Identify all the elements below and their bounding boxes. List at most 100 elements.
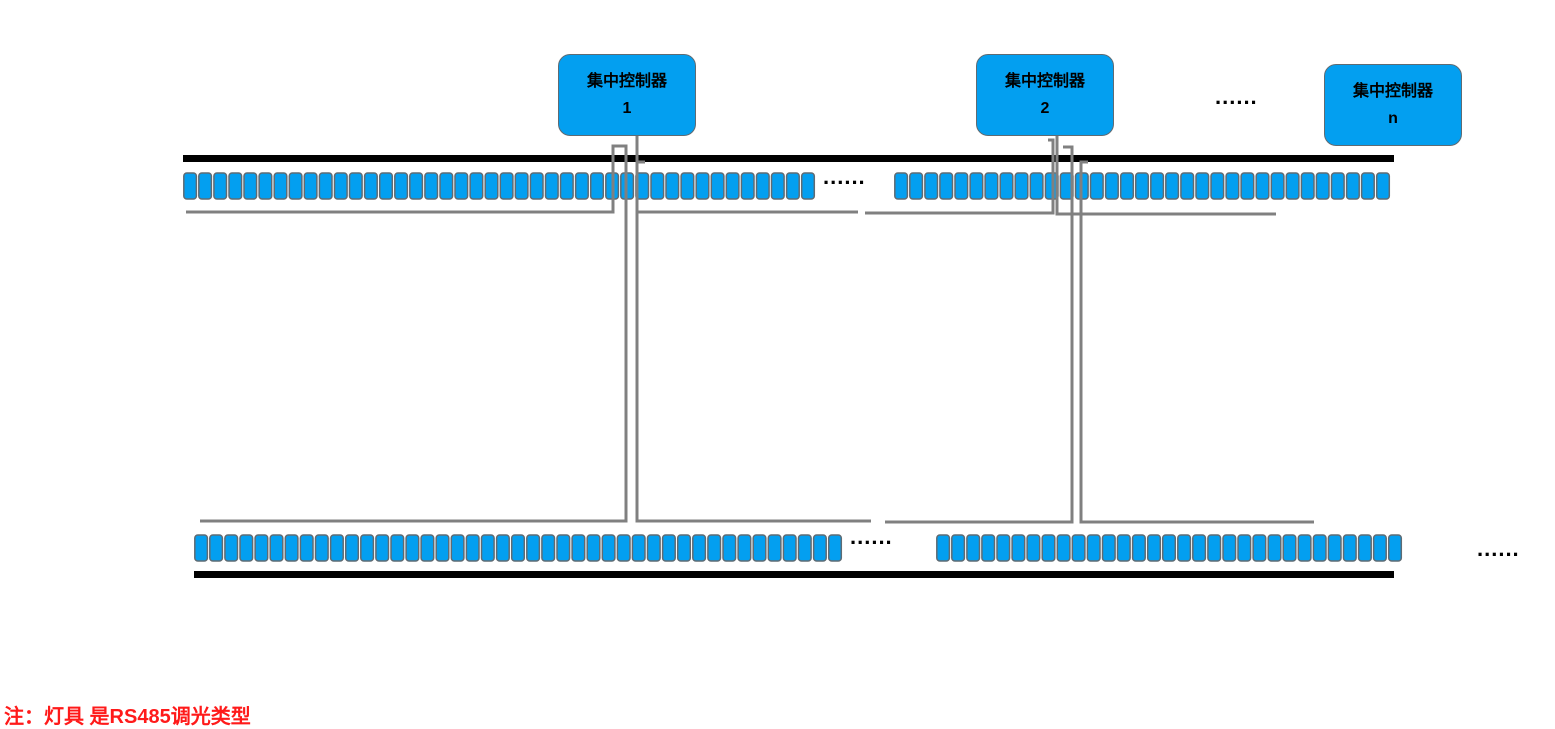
bottom-left-fixture <box>299 534 314 562</box>
bottom-left-fixture <box>450 534 465 562</box>
bottom-right-fixture <box>1071 534 1086 562</box>
controller-n[interactable]: 集中控制器 n <box>1324 64 1462 146</box>
top-left-fixture <box>499 172 514 200</box>
top-left-fixture <box>514 172 529 200</box>
top-right-fixture <box>1270 172 1285 200</box>
top-left-fixture <box>213 172 228 200</box>
top-left-fixture <box>680 172 695 200</box>
bottom-left-fixture <box>556 534 571 562</box>
bottom-left-fixture <box>827 534 843 562</box>
bottom-left-fixture <box>239 534 254 562</box>
bottom-left-fixture <box>465 534 480 562</box>
controller-2-title: 集中控制器 <box>1004 73 1085 90</box>
bottom-left-fixture <box>435 534 450 562</box>
top-right-fixture <box>1180 172 1195 200</box>
top-bus-bar <box>183 155 1394 162</box>
bottom-right-fixture <box>1327 534 1342 562</box>
bottom-right-fixture <box>1086 534 1101 562</box>
bottom-left-fixture <box>390 534 405 562</box>
top-right-fixture <box>909 172 924 200</box>
bottom-left-fixture <box>646 534 661 562</box>
bottom-right-fixture <box>1267 534 1282 562</box>
bottom-left-fixture <box>480 534 495 562</box>
top-left-fixture <box>695 172 710 200</box>
top-left-fixture <box>559 172 574 200</box>
top-left-fixture <box>409 172 424 200</box>
controller-1-title: 集中控制器 <box>586 73 667 90</box>
bottom-right-fixture <box>1116 534 1131 562</box>
bottom-left-fixture <box>344 534 360 562</box>
bottom-left-fixture <box>616 534 631 562</box>
controller-n-title: 集中控制器 <box>1352 83 1433 100</box>
top-left-fixture <box>589 172 605 200</box>
top-left-fixture <box>258 172 273 200</box>
top-left-fixture <box>318 172 333 200</box>
bottom-left-fixture <box>360 534 375 562</box>
top-right-fixture <box>1360 172 1375 200</box>
bottom-left-fixture <box>767 534 782 562</box>
top-left-fixture <box>710 172 725 200</box>
bottom-left-fixture <box>526 534 541 562</box>
top-left-fixture <box>363 172 378 200</box>
bottom-left-fixture <box>329 534 344 562</box>
bottom-right-fixture <box>936 534 951 562</box>
top-right-fixture <box>1089 172 1104 200</box>
top-right-fixture <box>999 172 1014 200</box>
top-right-fixture <box>954 172 969 200</box>
bottom-right-fixture <box>1101 534 1116 562</box>
bottom-right-fixture <box>1237 534 1252 562</box>
wire-c2-bottom-left <box>885 145 1074 524</box>
top-right-fixture <box>894 172 909 200</box>
top-left-fixture <box>529 172 544 200</box>
top-right-fixture <box>1150 172 1165 200</box>
bottom-left-fixture <box>737 534 752 562</box>
controller-1-id: 1 <box>622 100 632 117</box>
top-left-fixture <box>650 172 665 200</box>
top-right-fixture <box>1300 172 1315 200</box>
bottom-right-fixture <box>1146 534 1162 562</box>
bottom-left-fixture <box>707 534 722 562</box>
top-left-fixture <box>469 172 484 200</box>
top-left-fixture <box>288 172 303 200</box>
bottom-left-fixture <box>284 534 299 562</box>
controller-1[interactable]: 集中控制器 1 <box>558 54 696 136</box>
top-right-fixture <box>1345 172 1360 200</box>
bottom-right-fixture <box>966 534 981 562</box>
top-right-fixture <box>984 172 999 200</box>
bottom-left-fixture <box>601 534 616 562</box>
bottom-left-fixture <box>510 534 526 562</box>
bottom-left-fixture <box>254 534 269 562</box>
bottom-right-fixture <box>1131 534 1146 562</box>
bottom-left-fixture <box>812 534 827 562</box>
top-left-fixture <box>665 172 680 200</box>
top-left-fixture <box>394 172 409 200</box>
wire-c1-bottom-right <box>635 212 871 523</box>
top-left-fixture <box>333 172 348 200</box>
top-right-fixture <box>1315 172 1330 200</box>
top-left-fixture <box>228 172 243 200</box>
bottom-right-fixture <box>1387 534 1403 562</box>
top-left-fixture <box>574 172 589 200</box>
top-left-fixture <box>800 172 816 200</box>
controller-2[interactable]: 集中控制器 2 <box>976 54 1114 136</box>
fixture-rows <box>183 172 1403 562</box>
bottom-right-fixture <box>1207 534 1222 562</box>
top-row-ellipsis: ...... <box>823 164 866 189</box>
bottom-right-fixture <box>996 534 1011 562</box>
top-right-fixture <box>1240 172 1255 200</box>
top-left-fixture <box>424 172 439 200</box>
bottom-right-fixture <box>981 534 996 562</box>
bottom-right-fixture <box>1297 534 1312 562</box>
bottom-right-fixture <box>1056 534 1071 562</box>
bottom-right-fixture <box>1026 534 1041 562</box>
top-left-fixture <box>273 172 288 200</box>
bottom-row-ellipsis: ...... <box>850 524 893 549</box>
controllers-ellipsis: ...... <box>1215 84 1258 109</box>
bottom-left-fixture <box>405 534 420 562</box>
controller-2-id: 2 <box>1040 100 1050 117</box>
top-left-fixture <box>454 172 469 200</box>
bottom-right-fixture <box>1192 534 1207 562</box>
top-left-fixture <box>770 172 785 200</box>
bottom-left-fixture <box>631 534 646 562</box>
